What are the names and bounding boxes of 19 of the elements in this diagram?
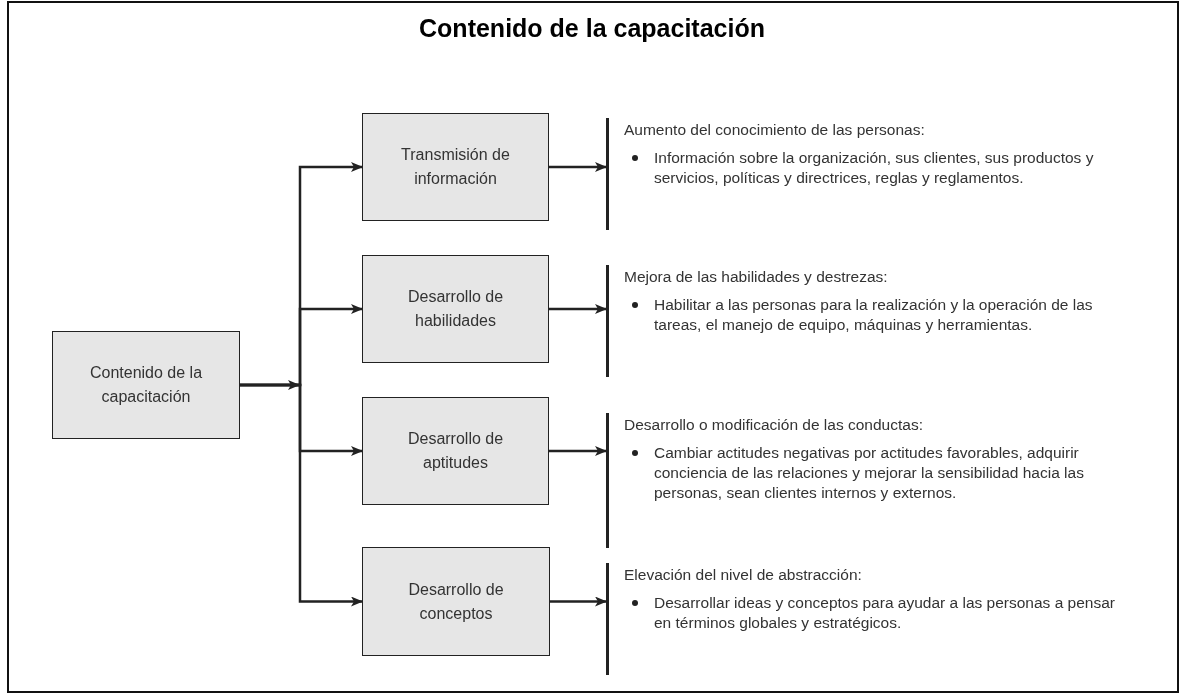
process-box: Transmisión de información — [362, 113, 549, 221]
bullet-item: Habilitar a las personas para la realización y la operación de las tareas, el manejo de equipo, máquinas y herramientas. — [654, 295, 1094, 336]
note-heading: Elevación del nivel de abstracción: — [624, 565, 863, 585]
note-heading: Aumento del conocimiento de las personas: — [624, 120, 926, 140]
arrow — [240, 383, 363, 607]
bullet-item: Cambiar actitudes negativas por actitudes favorables, adquirir conciencia de las relaciones y mejorar la sensibilidad hacia las personas, sean clientes internos y externos. — [654, 443, 1085, 504]
bullet-item: Desarrollar ideas y conceptos para ayudar a las personas a pensar en términos globales y estratégicos. — [654, 593, 1116, 634]
arrow — [549, 162, 607, 172]
arrow — [549, 304, 607, 314]
note-heading: Mejora de las habilidades y destrezas: — [624, 267, 889, 287]
process-box: Desarrollo de aptitudes — [362, 397, 549, 505]
process-box: Contenido de la capacitación — [52, 331, 240, 439]
process-box: Desarrollo de conceptos — [362, 547, 550, 656]
note-heading: Desarrollo o modificación de las conductas: — [624, 415, 924, 435]
diagram-title: Contenido de la capacitación — [418, 14, 766, 43]
arrow — [549, 446, 607, 456]
bullet-item: Información sobre la organización, sus clientes, sus productos y servicios, políticas y directrices, reglas y reglamentos. — [654, 148, 1095, 189]
arrow — [550, 596, 607, 607]
process-box: Desarrollo de habilidades — [362, 255, 549, 363]
